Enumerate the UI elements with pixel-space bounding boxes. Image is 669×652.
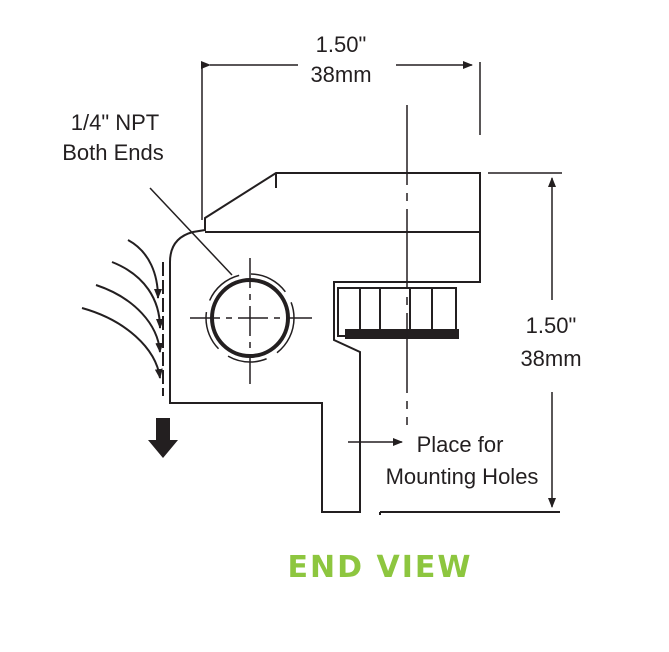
npt-label-line1: 1/4" NPT — [71, 110, 160, 135]
right-dimension — [488, 172, 562, 508]
down-arrow-icon — [148, 418, 178, 458]
flow-arrows — [81, 239, 164, 396]
top-dimension — [201, 61, 481, 220]
npt-port — [190, 258, 312, 385]
hex-nut — [337, 287, 459, 339]
top-dim-mm: 38mm — [310, 62, 371, 87]
diagram-title: END VIEW — [288, 550, 473, 585]
right-dim-mm: 38mm — [520, 346, 581, 371]
npt-label-line2: Both Ends — [62, 140, 164, 165]
mount-label-line1: Place for — [417, 432, 504, 457]
npt-leader — [149, 187, 233, 276]
body-outline — [169, 172, 560, 515]
right-dim-inch: 1.50" — [526, 313, 577, 338]
top-dim-inch: 1.50" — [316, 32, 367, 57]
mount-label-line2: Mounting Holes — [386, 464, 539, 489]
